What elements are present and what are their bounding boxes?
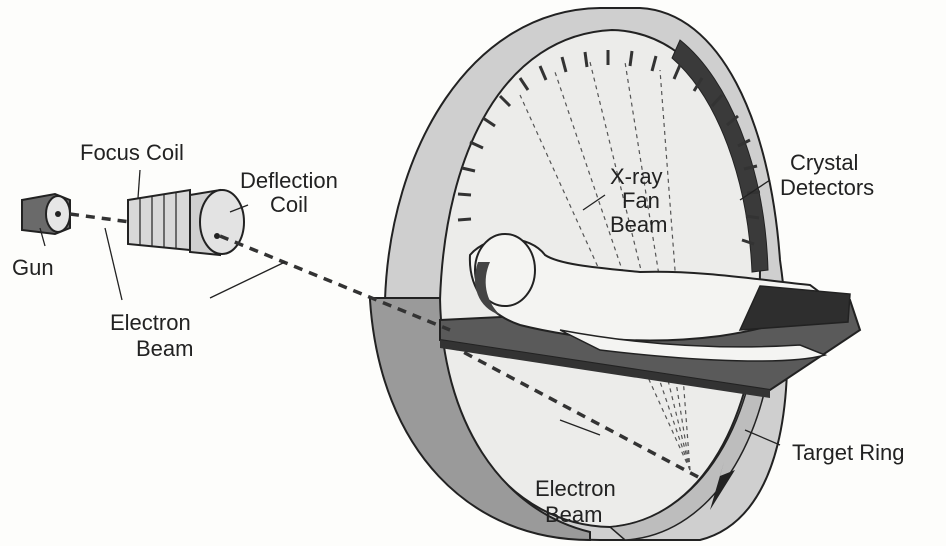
- focus-coil: [128, 190, 190, 250]
- xray-fan-beam-label-line3: Beam: [610, 212, 667, 237]
- electron-gun: [22, 194, 70, 234]
- xray-fan-beam-label-line2: Fan: [622, 188, 660, 213]
- crystal-detectors-label-line2: Detectors: [780, 175, 874, 200]
- deflection-coil-label-line2: Coil: [270, 192, 308, 217]
- electron-beam-bottom-label-line2: Beam: [545, 502, 602, 527]
- xray-fan-beam-label-line1: X-ray: [610, 164, 663, 189]
- electron-beam-left-label-line2: Beam: [136, 336, 193, 361]
- deflection-coil: [190, 190, 244, 255]
- electron-beam-bottom-label-line1: Electron: [535, 476, 616, 501]
- focus-coil-label: Focus Coil: [80, 140, 184, 165]
- gun-label: Gun: [12, 255, 54, 280]
- crystal-detectors-label-line1: Crystal: [790, 150, 858, 175]
- deflection-coil-label-line1: Deflection: [240, 168, 338, 193]
- electron-beam-left-label-line1: Electron: [110, 310, 191, 335]
- target-ring-label: Target Ring: [792, 440, 905, 465]
